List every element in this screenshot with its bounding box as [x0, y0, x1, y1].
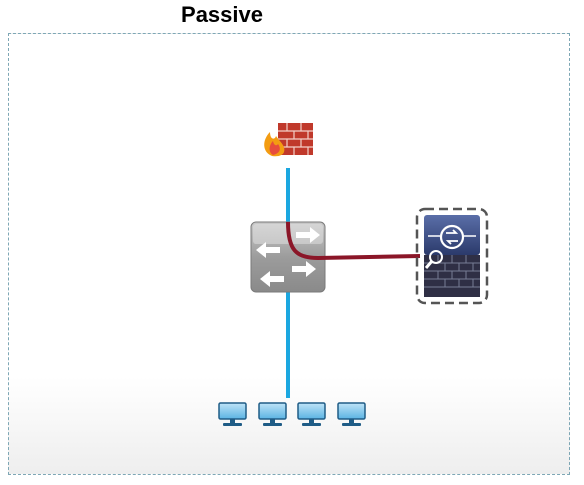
- firewall-icon: [264, 123, 313, 157]
- ips-sensor-icon: [415, 207, 489, 305]
- span-link-switch-to-ips: [286, 221, 421, 261]
- workstation-icon: [337, 402, 366, 426]
- workstation-icon: [218, 402, 247, 426]
- switch-icon: [250, 221, 326, 293]
- workstation-icon: [297, 402, 326, 426]
- workstation-icon: [258, 402, 287, 426]
- page-title: Passive: [181, 2, 263, 27]
